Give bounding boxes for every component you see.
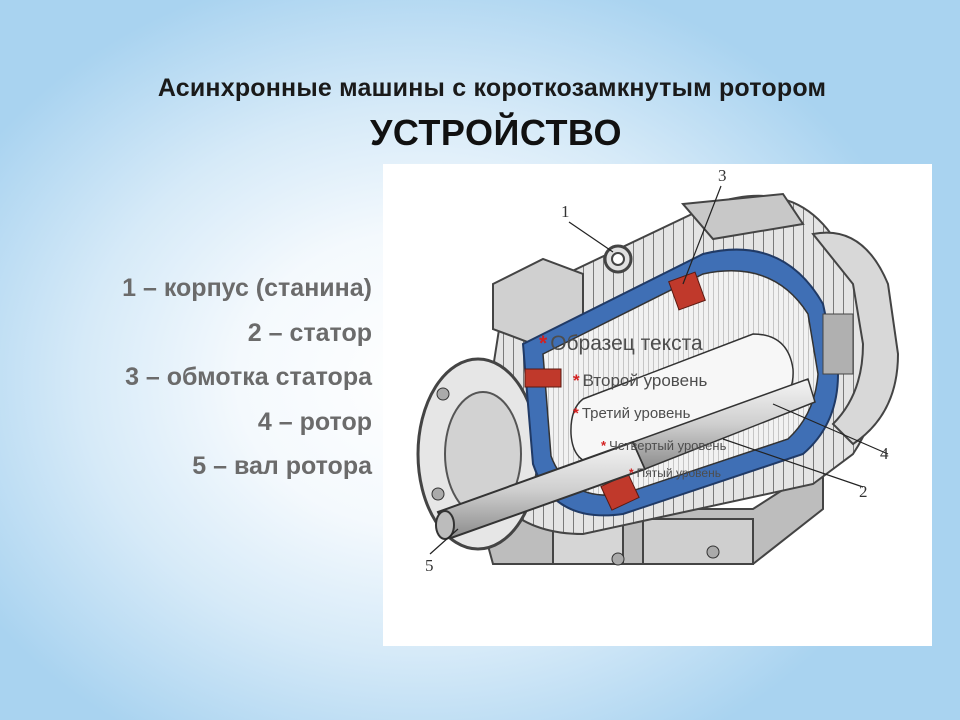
legend-item-5: 5 – вал ротора (192, 452, 372, 480)
callout-4: 4 (880, 444, 889, 463)
slide-subtitle: УСТРОЙСТВО (369, 112, 623, 153)
motor-cutaway-drawing (416, 185, 900, 566)
motor-cutaway (521, 231, 900, 517)
callout-2: 2 (859, 482, 868, 501)
placeholder-level-3: *Третий уровень (573, 405, 691, 422)
callout-1: 1 (561, 202, 570, 221)
leader-lines (429, 185, 889, 555)
legend-item-3: 3 – обмотка статора (125, 363, 372, 391)
placeholder-level-4: *Четвертый уровень (601, 438, 727, 453)
legend-item-4: 4 – ротор (257, 407, 372, 436)
placeholder-level-2: *Второй уровень (573, 371, 708, 390)
callout-3: 3 (718, 166, 727, 185)
rotor-shaft (435, 378, 816, 540)
placeholder-level-5: *Пятый уровень (629, 466, 721, 480)
callout-5: 5 (425, 556, 434, 575)
slide-title: Асинхронные машины с короткозамкнутым ро… (157, 74, 827, 102)
legend-item-2: 2 – статор (247, 318, 372, 347)
legend-item-1: 1 – корпус (станина) (122, 274, 372, 302)
placeholder-level-1: *Образец текста (539, 332, 703, 355)
legend: 1 – корпус (станина) 2 – статор 3 – обмо… (122, 266, 372, 489)
motor-figure: 1 3 4 2 5 *Образец текста *Второй уровен… (383, 164, 932, 646)
